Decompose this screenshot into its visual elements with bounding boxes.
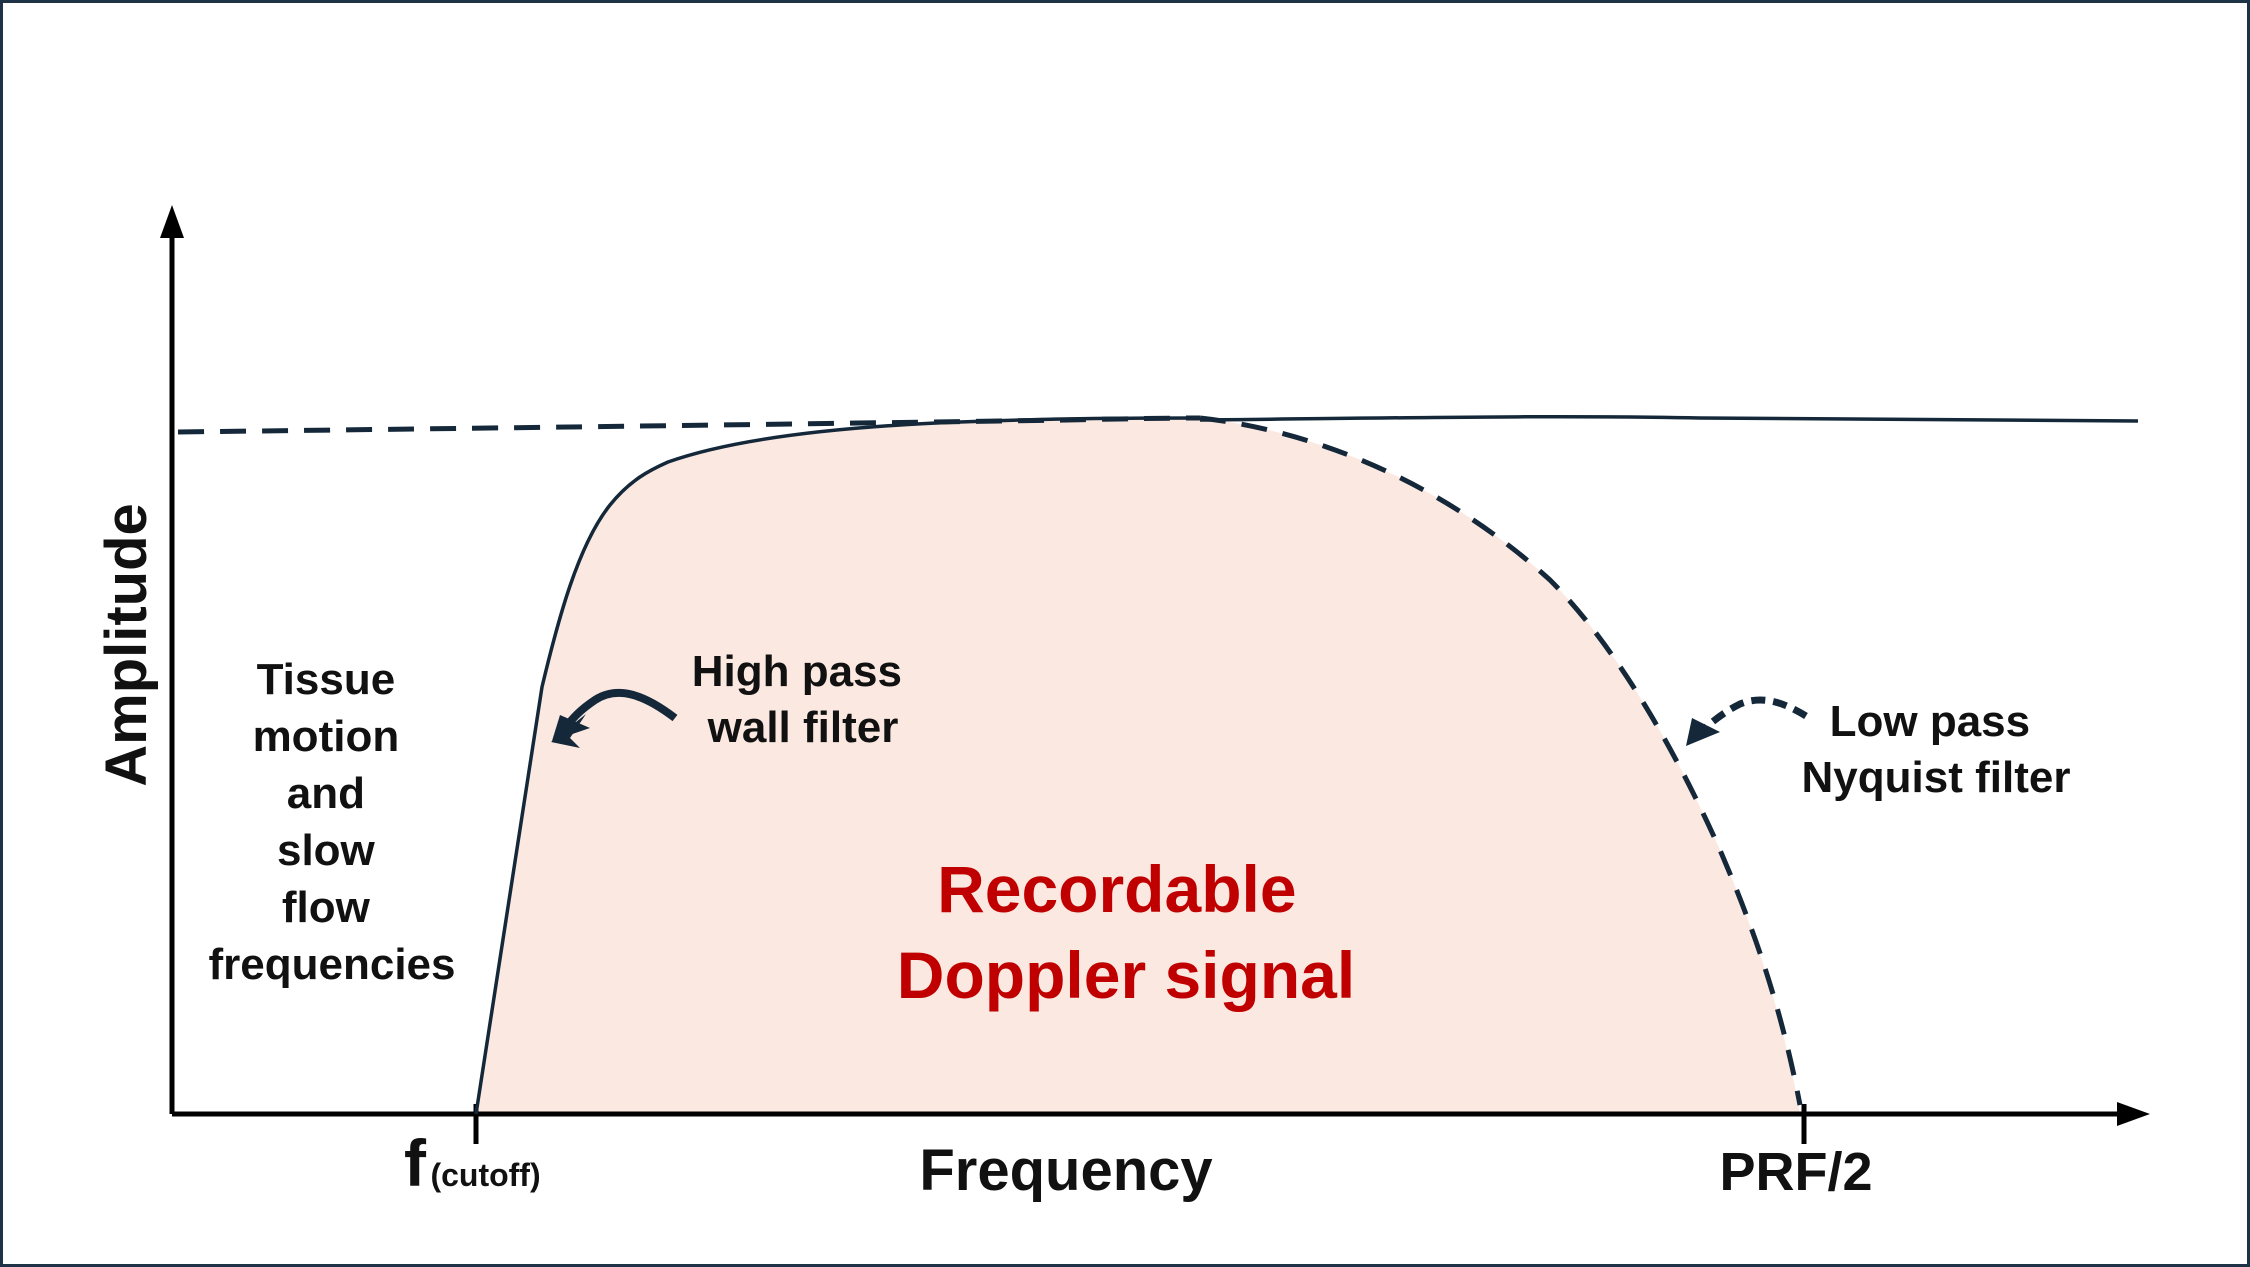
low-pass-line-1: Low pass <box>1830 697 2031 746</box>
low-pass-label: Low pass Nyquist filter <box>1802 697 2071 802</box>
cutoff-label-main: f <box>404 1126 427 1200</box>
high-pass-line-2: wall filter <box>707 703 899 752</box>
low-pass-line-2: Nyquist filter <box>1802 753 2071 802</box>
low-pass-curve <box>1199 415 1803 1106</box>
y-axis-label: Amplitude <box>94 503 159 787</box>
amplitude-solid-line <box>1199 414 2139 423</box>
tissue-line-1: Tissue <box>257 655 396 704</box>
high-pass-line-1: High pass <box>692 647 902 696</box>
low-pass-arrow <box>1697 696 1808 735</box>
high-pass-label: High pass wall filter <box>692 647 915 752</box>
y-axis-arrow-icon <box>160 205 184 238</box>
tissue-line-3: and <box>287 769 365 818</box>
nyquist-label: PRF/2 <box>1719 1142 1872 1202</box>
recordable-line-2: Doppler signal <box>897 938 1355 1012</box>
recordable-line-1: Recordable <box>937 852 1296 926</box>
tissue-line-5: flow <box>282 883 371 932</box>
x-axis-label: Frequency <box>919 1138 1212 1203</box>
high-pass-arrow <box>561 688 678 731</box>
recordable-region <box>476 418 1800 1114</box>
low-pass-arrowhead-icon <box>1686 718 1720 746</box>
tissue-line-4: slow <box>277 826 376 875</box>
cutoff-label-sub: (cutoff) <box>430 1157 540 1193</box>
high-pass-curve <box>474 416 1201 1115</box>
high-pass-arrowhead-icon-b <box>552 715 590 741</box>
tissue-motion-label: Tissue motion and slow flow frequencies <box>209 655 456 989</box>
x-axis-arrow-icon <box>2117 1102 2150 1126</box>
cutoff-label: f (cutoff) <box>404 1126 541 1200</box>
tissue-line-6: frequencies <box>209 940 456 989</box>
recordable-signal-label: Recordable Doppler signal <box>897 852 1355 1012</box>
tissue-line-2: motion <box>253 712 400 761</box>
